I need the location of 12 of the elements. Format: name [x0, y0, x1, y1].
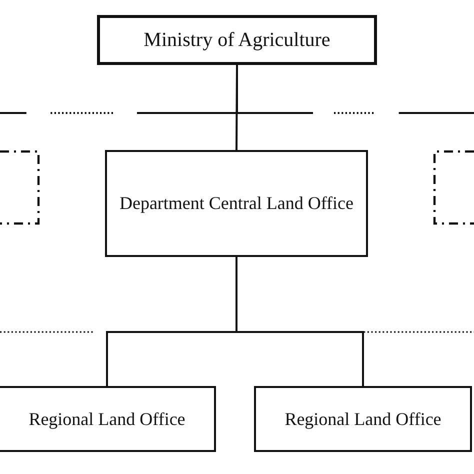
department-box [105, 150, 368, 257]
ministry-box [97, 15, 377, 65]
dashed-connector [236, 65, 474, 114]
dashed-box [0, 150, 40, 225]
connector-line [236, 257, 364, 386]
dashed-box [433, 150, 474, 225]
office-box [254, 386, 472, 452]
box-label: Department Central Land Office [119, 192, 354, 215]
box-label: Ministry of Agriculture [144, 28, 330, 52]
box-label: Regional Land Office [284, 408, 442, 430]
office-box [0, 386, 216, 452]
box-label: Regional Land Office [28, 408, 186, 430]
